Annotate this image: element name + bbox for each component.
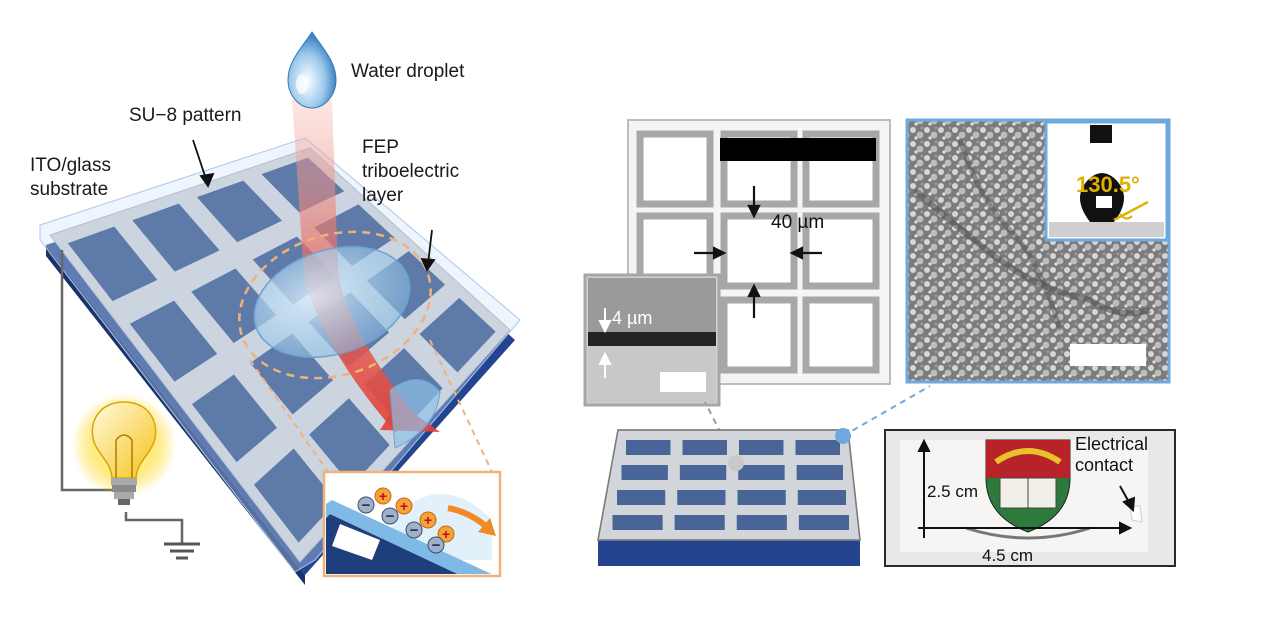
dimension-arrows: [917, 438, 1136, 538]
device-cell: [738, 465, 785, 480]
blue-cell: [253, 448, 337, 543]
droplet-spread: [253, 245, 411, 359]
blue-cell: [250, 333, 334, 415]
substrate-label: ITO/glass substrate: [30, 155, 111, 200]
positive-charge: [419, 511, 437, 529]
device-cell: [797, 490, 846, 505]
height-dimension-label: 2.5 cm: [927, 482, 979, 501]
device-cell: [737, 490, 786, 505]
device-cell: [739, 440, 784, 455]
fep-sem-image: [905, 118, 1171, 384]
charge-markers: ++++−−−−: [357, 487, 455, 554]
droplet-sliding: [389, 379, 441, 449]
device-cell: [682, 440, 727, 455]
micro-square: [636, 130, 714, 208]
crest-icon: [965, 439, 1091, 540]
positive-sign: +: [424, 512, 432, 528]
blue-cell: [309, 398, 390, 486]
blue-cell: [191, 374, 277, 463]
electrical-contact-label: Electrical contact: [1075, 434, 1149, 475]
negative-sign: −: [362, 497, 371, 514]
zoom-circle: [238, 230, 432, 380]
fep-cover: [597, 429, 861, 541]
device-cell: [795, 440, 840, 455]
negative-sign: −: [386, 508, 395, 525]
device-schematic: [39, 137, 521, 585]
circuit: [60, 250, 200, 560]
su8-pattern-label: SU−8 pattern: [129, 105, 242, 126]
contact-angle-inset: [1044, 120, 1169, 242]
positive-charge: [395, 497, 413, 515]
negative-sign: −: [432, 537, 441, 554]
device-cell: [798, 515, 849, 530]
thickness-label: 4 µm: [612, 308, 653, 328]
micro-square: [720, 296, 798, 374]
device-cell: [677, 490, 726, 505]
device-cell: [736, 515, 787, 530]
circuit-wire: [60, 250, 112, 492]
negative-charge: [427, 536, 445, 554]
blue-cell: [67, 226, 158, 302]
ito-glass-base: [598, 540, 860, 566]
micro-square: [802, 130, 880, 208]
width-dimension-label: 4.5 cm: [982, 546, 1034, 565]
device-cell: [612, 515, 663, 530]
micro-square: [802, 212, 880, 290]
contact-angle-label: 130.5°: [1076, 172, 1140, 197]
device-array: [597, 428, 861, 566]
device-cell: [674, 515, 725, 530]
cross-section-inset: [583, 273, 721, 407]
negative-charge: [357, 496, 375, 514]
positive-sign: +: [442, 526, 450, 542]
label-leaders: [192, 139, 436, 272]
blue-cell: [419, 297, 496, 373]
device-cell: [626, 440, 671, 455]
negative-charge: [405, 521, 423, 539]
scale-bar: [720, 138, 876, 161]
blue-cell: [132, 203, 220, 272]
negative-charge: [381, 507, 399, 525]
fep-layer-label: FEP triboelectric layer: [362, 137, 460, 206]
water-droplet-icon: [287, 31, 337, 109]
pattern-spacing-label: 40 µm: [771, 212, 825, 233]
positive-charge: [374, 487, 392, 505]
scale-bar: [1070, 344, 1146, 366]
charge-inset: ++++−−−−: [322, 470, 502, 578]
device-cell: [796, 465, 843, 480]
blue-cell: [196, 180, 282, 243]
micro-square: [802, 296, 880, 374]
positive-charge: [437, 525, 455, 543]
droplet-path-beam: [292, 100, 420, 432]
scale-bar: [660, 372, 706, 392]
device-cell: [679, 465, 727, 480]
device-cell: [621, 465, 668, 480]
water-droplet-label: Water droplet: [351, 61, 465, 82]
device-cell: [617, 490, 666, 505]
negative-sign: −: [410, 522, 419, 539]
device-photo: [884, 429, 1176, 567]
ground-icon: [164, 542, 200, 560]
spacing-arrows: [694, 186, 822, 318]
positive-sign: +: [400, 498, 408, 514]
light-bulb-icon: [72, 393, 176, 505]
micro-pattern-squares: [636, 130, 880, 374]
droplet-trajectory: [238, 31, 441, 449]
positive-sign: +: [379, 488, 387, 504]
blue-cell: [129, 300, 218, 382]
